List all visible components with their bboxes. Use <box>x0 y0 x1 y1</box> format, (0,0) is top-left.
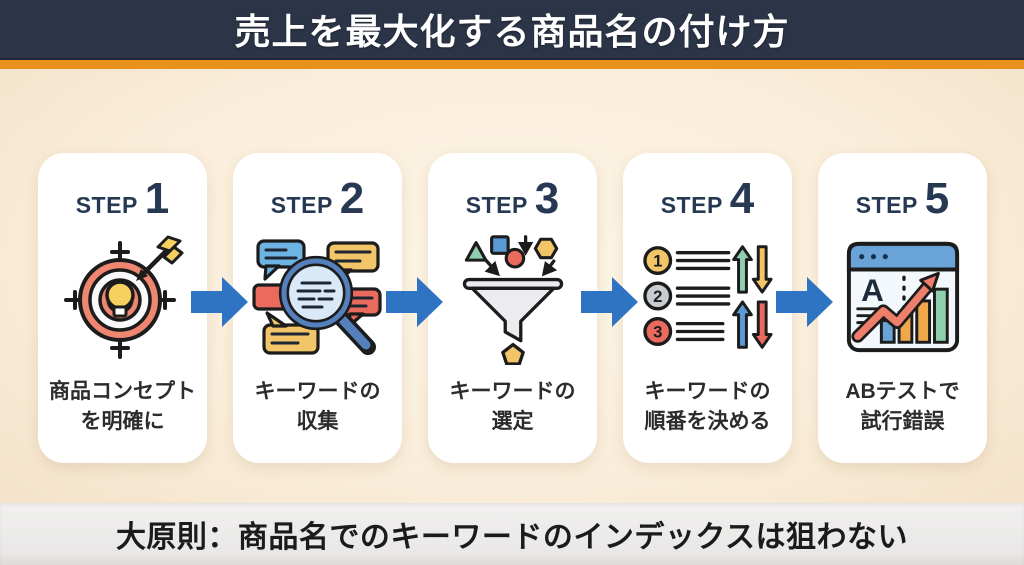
step-caption: キーワードの 選定 <box>449 380 576 434</box>
step-caption: キーワードの 収集 <box>254 380 381 434</box>
arrow-right-icon <box>386 276 444 328</box>
funnel-icon <box>454 227 572 369</box>
target-lightbulb-icon <box>62 227 184 369</box>
step-card-4: STEP 4 1 2 3 <box>623 153 792 463</box>
arrow-right-icon <box>581 276 639 328</box>
svg-text:2: 2 <box>653 287 662 306</box>
step-number: 2 <box>339 174 365 223</box>
step-card-1: STEP 1 <box>38 153 207 463</box>
step-number: 4 <box>729 174 755 223</box>
step-label: STEP <box>465 192 528 218</box>
step-heading: STEP 4 <box>661 177 755 223</box>
step-number: 3 <box>534 174 560 223</box>
step-number: 1 <box>144 174 170 223</box>
step-caption: キーワードの 順番を決める <box>644 380 771 434</box>
step-label: STEP <box>75 192 138 218</box>
footer-principle-text: 大原則：商品名でのキーワードのインデックスは狙わない <box>115 521 909 554</box>
svg-text:A: A <box>861 273 884 308</box>
step-card-3: STEP 3 <box>428 153 597 463</box>
step-label: STEP <box>855 192 918 218</box>
step-heading: STEP 2 <box>271 177 365 223</box>
step-card-5: STEP 5 A <box>818 153 987 463</box>
page-title: 売上を最大化する商品名の付け方 <box>234 11 790 52</box>
step-label: STEP <box>660 192 723 218</box>
magnifier-bubbles-icon <box>251 227 384 369</box>
step-heading: STEP 3 <box>466 177 560 223</box>
step-caption: 商品コンセプト を明確に <box>49 380 196 434</box>
step-caption: ABテストで 試行錯誤 <box>845 380 960 434</box>
ranking-arrows-icon: 1 2 3 <box>640 227 776 369</box>
footer-bar: 大原則：商品名でのキーワードのインデックスは狙わない <box>0 503 1024 565</box>
step-label: STEP <box>270 192 333 218</box>
ab-test-chart-icon: A <box>843 227 963 369</box>
step-heading: STEP 1 <box>76 177 170 223</box>
step-card-2: STEP 2 <box>233 153 402 463</box>
svg-text:1: 1 <box>653 251 662 270</box>
step-number: 5 <box>924 174 950 223</box>
arrow-right-icon <box>776 276 834 328</box>
arrow-right-icon <box>191 276 249 328</box>
svg-text:3: 3 <box>653 322 662 341</box>
step-heading: STEP 5 <box>856 177 950 223</box>
main-area: STEP 1 <box>0 69 1024 503</box>
header-bar: 売上を最大化する商品名の付け方 <box>0 0 1024 58</box>
accent-stripe <box>0 58 1024 69</box>
